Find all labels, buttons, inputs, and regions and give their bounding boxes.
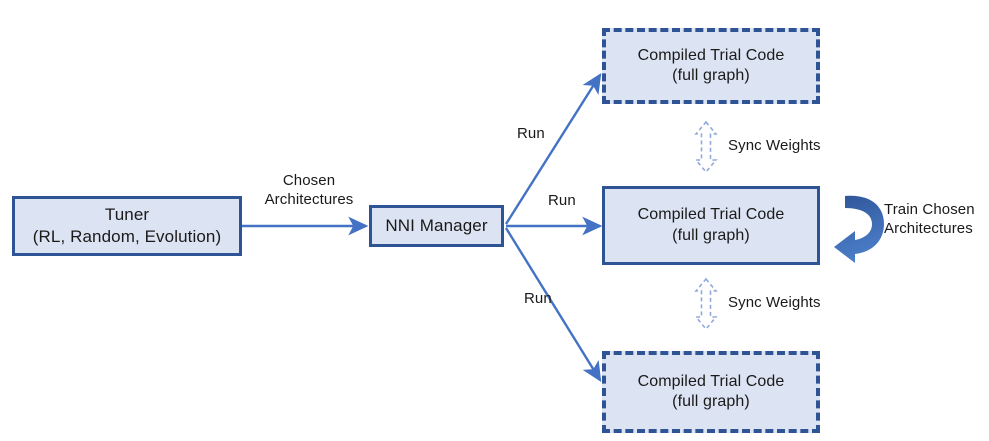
chosen-architectures-label: Chosen Architectures (254, 172, 364, 210)
compiled-trial-code-top-line-2: (full graph) (672, 67, 750, 84)
sync-weights-top-label: Sync Weights (728, 137, 821, 154)
edge-nni-to-trial-bottom (504, 227, 602, 383)
compiled-trial-code-middle-box[interactable]: Compiled Trial Code (full graph) (602, 186, 820, 265)
compiled-trial-code-middle-line-1: Compiled Trial Code (637, 206, 785, 224)
train-chosen-architectures-line-1: Train Chosen (884, 201, 975, 218)
tuner-box-line-2: (RL, Random, Evolution) (32, 227, 222, 246)
compiled-trial-code-bottom-line-2: (full graph) (672, 393, 750, 410)
tuner-box[interactable]: Tuner (RL, Random, Evolution) (12, 196, 242, 256)
sync-weights-bottom-label: Sync Weights (728, 294, 821, 311)
edge-nni-to-trial-top (504, 72, 602, 225)
compiled-trial-code-middle-line-2: (full graph) (672, 226, 750, 244)
sync-weights-top-arrow-icon (694, 120, 718, 174)
sync-weights-bottom-arrow-icon (694, 277, 718, 331)
tuner-box-line-1: Tuner (104, 205, 150, 225)
train-chosen-architectures-label: Train Chosen Architectures (884, 201, 989, 239)
nni-manager-box[interactable]: NNI Manager (369, 205, 504, 247)
nni-manager-box-line-1: NNI Manager (385, 216, 488, 236)
compiled-trial-code-top-box[interactable]: Compiled Trial Code (full graph) (602, 28, 820, 104)
train-loop-arrow-icon (834, 195, 884, 263)
compiled-trial-code-top-line-1: Compiled Trial Code (637, 46, 785, 64)
run-bottom-label: Run (524, 290, 552, 307)
train-chosen-architectures-line-2: Architectures (884, 219, 973, 237)
chosen-architectures-line-2: Architectures (264, 190, 354, 208)
chosen-architectures-line-1: Chosen (282, 172, 336, 189)
compiled-trial-code-bottom-box[interactable]: Compiled Trial Code (full graph) (602, 351, 820, 433)
run-middle-label: Run (548, 192, 576, 209)
run-top-label: Run (517, 125, 545, 142)
compiled-trial-code-bottom-line-1: Compiled Trial Code (637, 372, 785, 390)
